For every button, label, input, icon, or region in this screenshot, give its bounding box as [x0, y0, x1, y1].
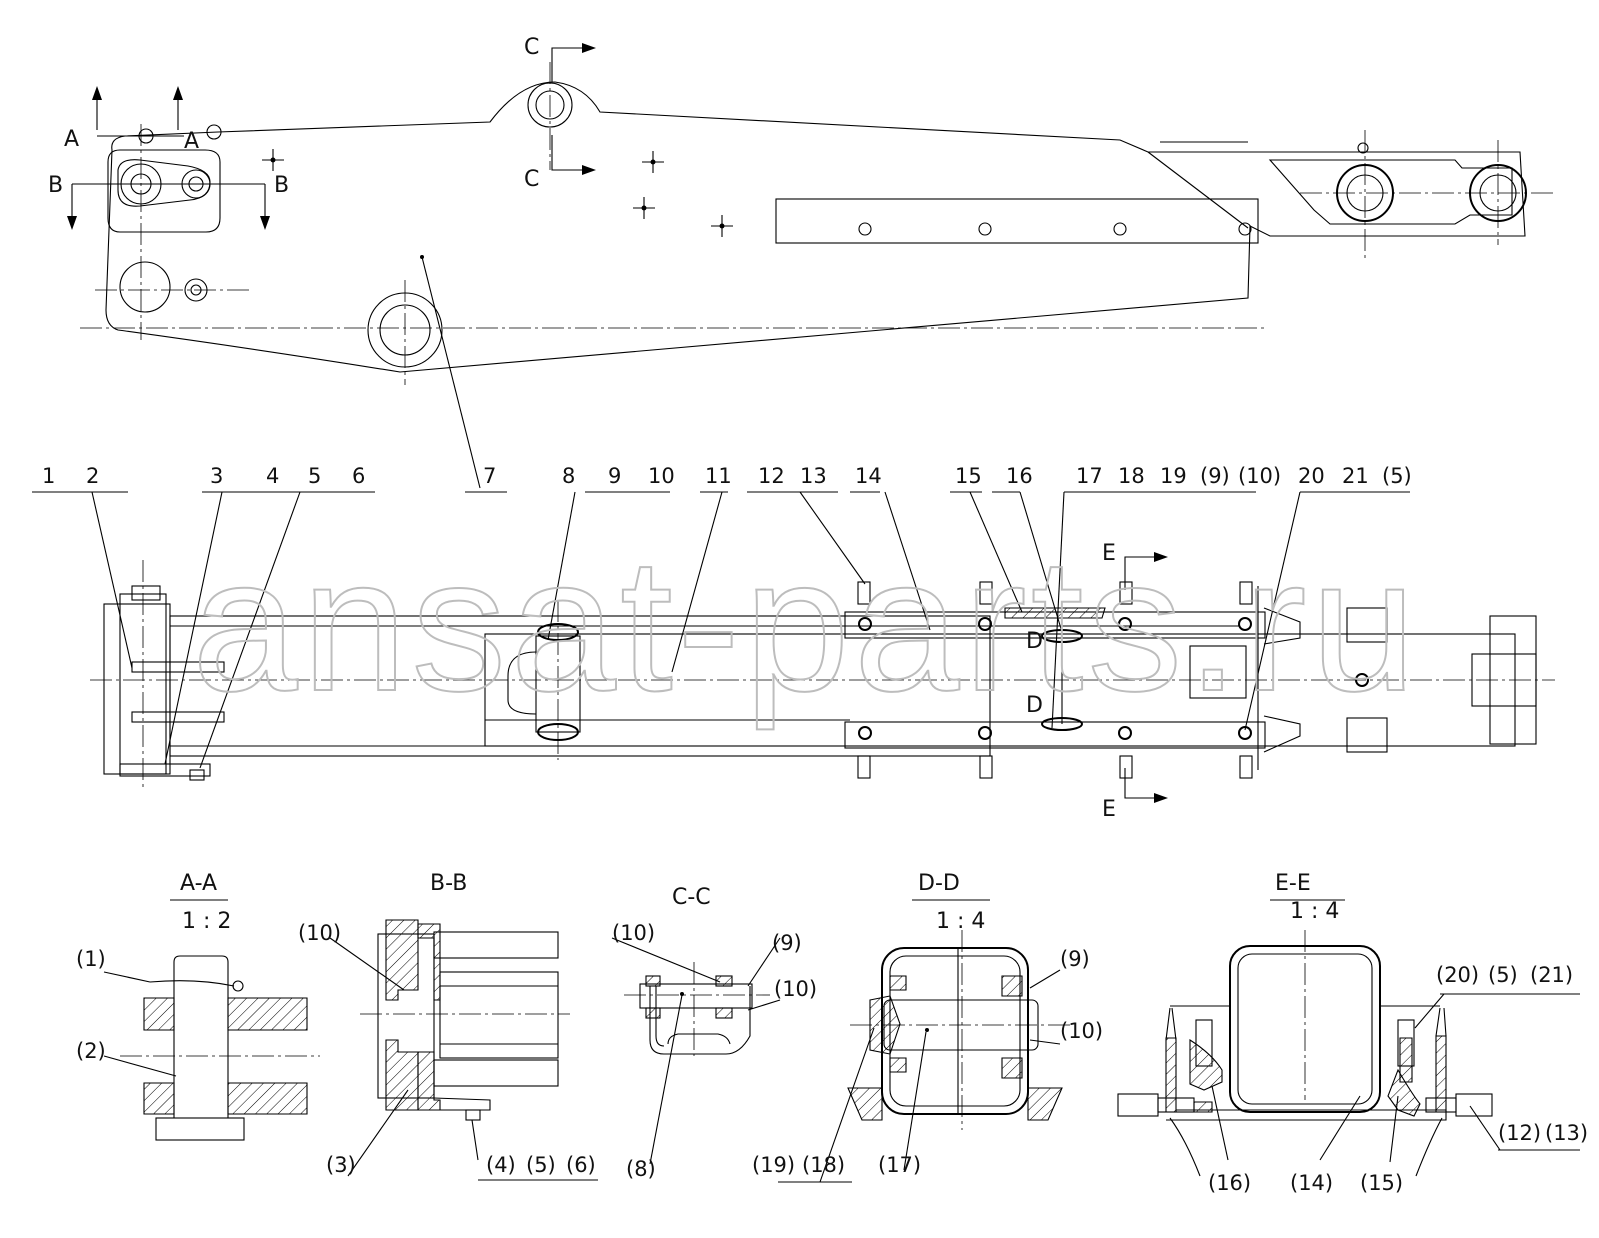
part-callout: 9 — [608, 464, 621, 488]
section-e-e: E-E 1 : 4 (20) (5) (21) (12) (13) — [1117, 871, 1588, 1195]
label-e-15: (15) — [1360, 1171, 1403, 1195]
part-callout: 17 — [1076, 464, 1103, 488]
label-b-6: (6) — [566, 1153, 596, 1177]
part-callout: 21 — [1342, 464, 1369, 488]
part-callout: (10) — [1238, 464, 1281, 488]
part-callout: 11 — [705, 464, 732, 488]
part-callout: 13 — [800, 464, 827, 488]
part-callout: 18 — [1118, 464, 1145, 488]
section-d-d-scale: 1 : 4 — [936, 909, 985, 934]
label-b-4: (4) — [486, 1153, 516, 1177]
section-a-a-scale: 1 : 2 — [182, 909, 231, 934]
label-e-16: (16) — [1208, 1171, 1251, 1195]
part-callout: (9) — [1200, 464, 1230, 488]
section-e-e-title: E-E — [1275, 871, 1311, 896]
section-b-b: B-B (10) (3) (4) (5) (6) — [298, 871, 598, 1181]
label-e-21: (21) — [1530, 963, 1573, 987]
section-mark-b-right: B — [274, 173, 289, 198]
part-callout: 20 — [1298, 464, 1325, 488]
part-callout: 19 — [1160, 464, 1187, 488]
part-callout: 10 — [648, 464, 675, 488]
label-a-2: (2) — [76, 1039, 106, 1063]
part-callout: 3 — [210, 464, 223, 488]
part-callout: 5 — [308, 464, 321, 488]
label-c-10b: (10) — [774, 977, 817, 1001]
section-mark-e-bottom: E — [1102, 797, 1116, 822]
label-e-14: (14) — [1290, 1171, 1333, 1195]
section-d-d-title: D-D — [918, 871, 960, 896]
label-e-12: (12) — [1498, 1121, 1541, 1145]
section-e-e-scale: 1 : 4 — [1290, 899, 1339, 924]
section-a-a-title: A-A — [180, 871, 217, 896]
label-d-10: (10) — [1060, 1019, 1103, 1043]
section-mark-a-right: A — [184, 129, 199, 154]
section-mark-c-bottom: C — [524, 167, 539, 192]
watermark: ansat-parts.ru — [192, 519, 1420, 731]
part-callout: 6 — [352, 464, 365, 488]
part-callout: (5) — [1382, 464, 1412, 488]
section-c-c-title: C-C — [672, 885, 711, 910]
part-callout: 1 — [42, 464, 55, 488]
section-mark-a-left: A — [64, 127, 79, 152]
label-d-9: (9) — [1060, 947, 1090, 971]
label-d-19: (19) — [752, 1153, 795, 1177]
section-b-b-title: B-B — [430, 871, 467, 896]
part-callout: 2 — [86, 464, 99, 488]
section-mark-c-top: C — [524, 35, 539, 60]
part-callout: 15 — [955, 464, 982, 488]
label-c-10a: (10) — [612, 921, 655, 945]
part-callout: 7 — [483, 464, 496, 488]
section-c-c: C-C (10) (9) (10) (8) — [611, 885, 817, 1181]
section-mark-d-bottom: D — [1026, 693, 1043, 718]
label-e-20: (20) — [1436, 963, 1479, 987]
label-e-13: (13) — [1545, 1121, 1588, 1145]
section-mark-b-left: B — [48, 173, 63, 198]
part-callout: 4 — [266, 464, 279, 488]
label-b-5: (5) — [526, 1153, 556, 1177]
label-b-10: (10) — [298, 921, 341, 945]
label-a-1: (1) — [76, 947, 106, 971]
label-c-9: (9) — [772, 931, 802, 955]
section-mark-d-top: D — [1026, 629, 1043, 654]
label-e-5: (5) — [1488, 963, 1518, 987]
label-c-8: (8) — [626, 1157, 656, 1181]
side-view: A A B B C C — [48, 35, 1555, 385]
part-callout: 14 — [855, 464, 882, 488]
section-d-d: D-D 1 : 4 (9) (10) (19) (18) (17) — [752, 871, 1103, 1183]
part-callout: 12 — [758, 464, 785, 488]
label-d-17: (17) — [878, 1153, 921, 1177]
part-callout: 8 — [562, 464, 575, 488]
part-callout: 16 — [1006, 464, 1033, 488]
section-mark-e-top: E — [1102, 541, 1116, 566]
label-b-3: (3) — [326, 1153, 356, 1177]
section-a-a: A-A 1 : 2 (1) (2) — [76, 871, 320, 1141]
label-d-18: (18) — [802, 1153, 845, 1177]
